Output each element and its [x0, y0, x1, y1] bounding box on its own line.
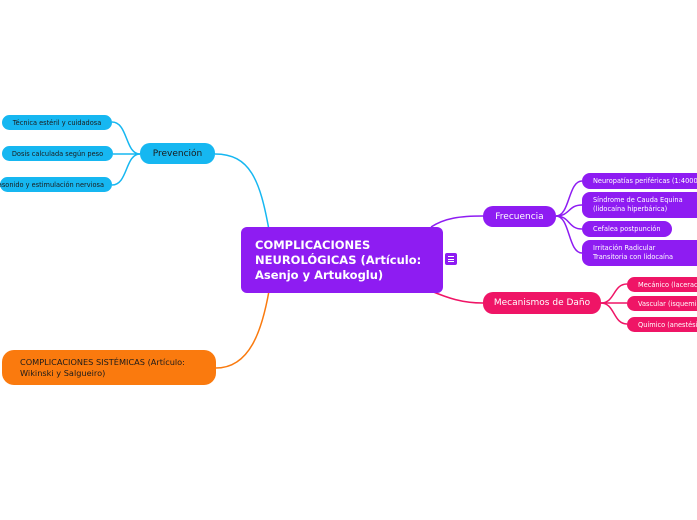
link-prevencion-3 [111, 153, 141, 186]
topic-prevencion[interactable]: Prevención [140, 143, 215, 164]
subtopic-frecuencia-3[interactable]: Cefalea postpunción [582, 221, 672, 237]
note-icon[interactable] [445, 253, 457, 265]
link-frecuencia-4 [555, 215, 583, 254]
subtopic-prevencion-3[interactable]: Uso de ultrasonido y estimulación nervio… [0, 177, 112, 192]
subtopic-prevencion-2[interactable]: Dosis calculada según peso [2, 146, 113, 161]
subtopic-label: Dosis calculada según peso [11, 149, 104, 158]
link-mecanismos-3 [600, 302, 628, 325]
topic-prevencion-label: Prevención [152, 148, 203, 159]
subtopic-mecanismos-1[interactable]: Mecánico (laceración) [627, 277, 697, 292]
link-central-frecuencia [430, 215, 484, 228]
link-frecuencia-1 [555, 180, 583, 217]
link-central-prevencion [214, 153, 270, 231]
subtopic-frecuencia-2[interactable]: Síndrome de Cauda Equina (lidocaína hipe… [582, 192, 697, 218]
subtopic-label: Síndrome de Cauda Equina (lidocaína hipe… [593, 196, 683, 213]
subtopic-label: Neuropatías periféricas (1:4000) [593, 176, 697, 185]
subtopic-frecuencia-1[interactable]: Neuropatías periféricas (1:4000) [582, 173, 697, 189]
topic-mecanismos-de-dano[interactable]: Mecanismos de Daño [483, 292, 601, 314]
link-mecanismos-1 [600, 283, 628, 304]
subtopic-label: Cefalea postpunción [593, 224, 661, 233]
subtopic-label: Uso de ultrasonido y estimulación nervio… [0, 180, 104, 189]
subtopic-mecanismos-3[interactable]: Químico (anestésicos) [627, 317, 697, 332]
link-central-sistemicas [215, 290, 270, 369]
topic-frecuencia-label: Frecuencia [495, 211, 544, 222]
subtopic-label: Técnica estéril y cuidadosa [12, 118, 102, 127]
topic-mecanismos-label: Mecanismos de Daño [493, 298, 591, 308]
subtopic-mecanismos-2[interactable]: Vascular (isquemia) [627, 296, 697, 311]
link-prevencion-1 [111, 121, 141, 155]
subtopic-label: Irritación Radicular Transitoria con lid… [593, 244, 674, 261]
central-topic-label: COMPLICACIONES NEUROLÓGICAS (Artículo: A… [255, 237, 422, 282]
topic-complicaciones-sistemicas[interactable]: COMPLICACIONES SISTÉMICAS (Artículo: Wik… [2, 350, 216, 385]
topic-frecuencia[interactable]: Frecuencia [483, 206, 556, 227]
subtopic-frecuencia-4[interactable]: Irritación Radicular Transitoria con lid… [582, 240, 697, 266]
link-central-mecanismos [430, 290, 484, 304]
central-topic[interactable]: COMPLICACIONES NEUROLÓGICAS (Artículo: A… [241, 227, 443, 293]
subtopic-label: Químico (anestésicos) [638, 320, 697, 329]
subtopic-label: Mecánico (laceración) [638, 280, 697, 289]
topic-sistemicas-label: COMPLICACIONES SISTÉMICAS (Artículo: Wik… [20, 356, 185, 378]
subtopic-label: Vascular (isquemia) [638, 299, 697, 308]
subtopic-prevencion-1[interactable]: Técnica estéril y cuidadosa [2, 115, 112, 130]
